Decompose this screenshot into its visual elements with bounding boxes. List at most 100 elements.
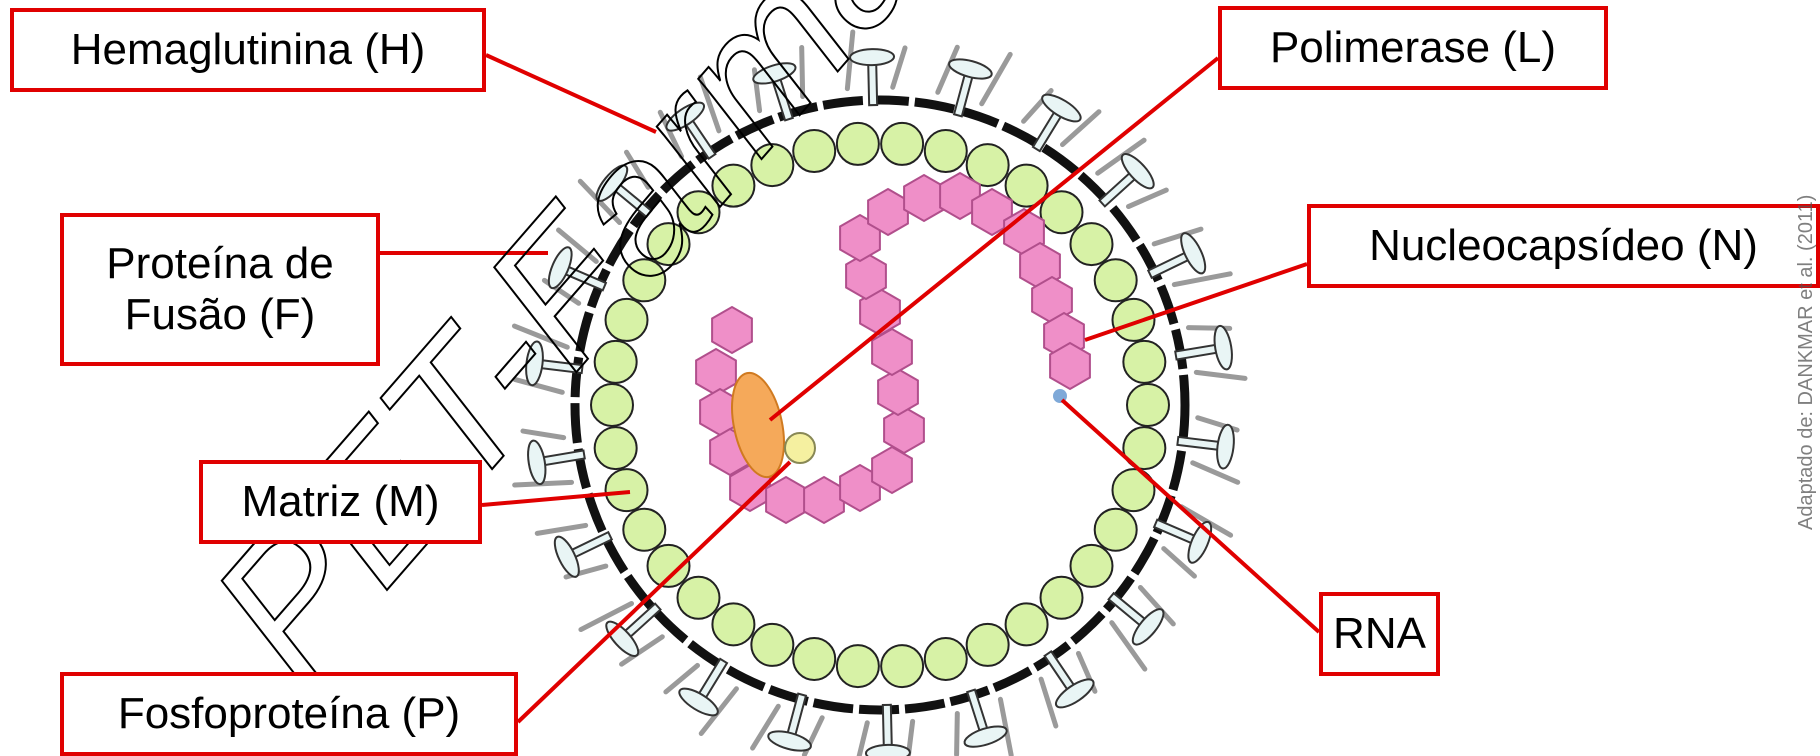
hemagglutinin-head xyxy=(767,730,812,752)
hemagglutinin-head xyxy=(963,725,1008,748)
fusion-spike xyxy=(1109,620,1148,672)
fusion-spike xyxy=(697,74,722,134)
matrix-protein xyxy=(711,163,756,208)
leader-hemaglutinina xyxy=(485,53,657,134)
hemagglutinin-head xyxy=(525,340,544,387)
matrix-protein xyxy=(593,426,638,471)
hemagglutinin-spike xyxy=(1098,153,1155,208)
polymerase-l xyxy=(731,371,785,479)
hemagglutinin-spike xyxy=(527,439,586,486)
fusion-spike xyxy=(1193,369,1248,381)
fusion-spike xyxy=(856,720,870,756)
hemagglutinin-head xyxy=(1041,93,1082,123)
matrix-protein xyxy=(1122,339,1167,384)
hemagglutinin-spike-layer xyxy=(525,48,1235,756)
hemagglutinin-head xyxy=(1054,678,1095,709)
fusion-spike xyxy=(624,149,651,190)
matrix-protein xyxy=(622,258,667,303)
fusion-spike xyxy=(1171,271,1233,288)
leader-nucleocapsideo xyxy=(1084,262,1308,342)
label-hemaglutinina-text: Hemaglutinina (H) xyxy=(70,24,426,74)
matrix-protein xyxy=(1122,426,1167,471)
fusion-spike xyxy=(1059,109,1102,148)
nucleocapsid-hexagon xyxy=(765,475,807,525)
hemagglutinin-spike xyxy=(1176,423,1235,470)
fusion-spike xyxy=(1178,504,1234,538)
label-fosfoproteina: Fosfoproteína (P) xyxy=(60,672,518,756)
nucleocapsid-hexagon xyxy=(839,463,881,513)
hemagglutinin-head xyxy=(1180,232,1207,275)
label-hemaglutinina: Hemaglutinina (H) xyxy=(10,8,486,92)
matrix-protein xyxy=(1093,258,1138,303)
matrix-protein xyxy=(965,622,1010,667)
matrix-protein xyxy=(622,507,667,552)
hemagglutinin-head xyxy=(1213,324,1233,371)
nucleocapsid-hexagon xyxy=(711,305,753,355)
leader-polimerase xyxy=(768,56,1220,422)
hemagglutinin-head xyxy=(864,743,911,756)
label-proteina-de-fusao: Proteína de Fusão (F) xyxy=(60,213,380,366)
matrix-protein xyxy=(646,543,691,588)
matrix-protein xyxy=(1069,222,1114,267)
leader-fosfoproteina xyxy=(516,460,792,724)
hemagglutinin-head xyxy=(948,58,993,80)
fusion-spike xyxy=(663,662,701,695)
fusion-spike xyxy=(954,710,960,756)
nucleocapsid-hexagon xyxy=(845,251,887,301)
fusion-spike xyxy=(657,109,685,160)
matrix-protein xyxy=(593,339,638,384)
hemagglutinin-spike xyxy=(963,688,1008,748)
fusion-spike xyxy=(520,428,567,441)
matrix-protein xyxy=(711,602,756,647)
hemagglutinin-head xyxy=(595,164,629,202)
nucleocapsid-hexagon xyxy=(803,475,845,525)
label-rna: RNA xyxy=(1319,592,1440,676)
fusion-spike xyxy=(512,479,575,488)
fusion-spike xyxy=(935,44,960,95)
matrix-protein xyxy=(590,383,634,427)
fusion-spike xyxy=(1038,676,1059,729)
hemagglutinin-spike xyxy=(553,530,614,578)
hemagglutinin-spike xyxy=(1107,591,1165,646)
label-fusao-line2: Fusão (F) xyxy=(124,289,316,339)
leader-rna xyxy=(1060,398,1321,634)
hemagglutinin-spike xyxy=(1031,93,1082,153)
label-nucleocapsideo: Nucleocapsídeo (N) xyxy=(1307,204,1820,288)
fusion-spike xyxy=(1137,584,1176,627)
hemagglutinin-head xyxy=(553,535,580,578)
label-rna-text: RNA xyxy=(1333,608,1426,658)
hemagglutinin-spike xyxy=(547,246,608,292)
hemagglutinin-head xyxy=(849,48,896,67)
hemagglutinin-head xyxy=(752,62,797,85)
label-polimerase-text: Polimerase (L) xyxy=(1269,22,1557,72)
nucleocapsid-hexagon xyxy=(903,173,945,223)
hemagglutinin-spike xyxy=(1146,232,1207,280)
fusion-spike xyxy=(979,51,1013,107)
nucleocapsid-hexagon xyxy=(1031,275,1073,325)
matrix-protein xyxy=(676,190,721,235)
hemagglutinin-stem xyxy=(1176,435,1224,452)
fusion-spike xyxy=(890,45,908,90)
matrix-protein xyxy=(923,129,968,174)
fusion-spike xyxy=(512,376,565,395)
matrix-protein xyxy=(1069,543,1114,588)
hemagglutinin-spike xyxy=(1152,518,1213,564)
fusion-spike xyxy=(1095,137,1147,176)
label-matriz-text: Matriz (M) xyxy=(241,476,440,526)
hemagglutinin-spike xyxy=(864,703,911,756)
nucleocapsid-hexagon xyxy=(839,213,881,263)
matrix-protein xyxy=(646,222,691,267)
matrix-protein xyxy=(1126,383,1170,427)
fusion-spike xyxy=(534,522,589,536)
fusion-spike xyxy=(619,634,665,667)
matrix-protein xyxy=(1111,468,1156,513)
matrix-protein xyxy=(1039,575,1084,620)
hemagglutinin-spike xyxy=(605,602,662,657)
fusion-spike xyxy=(1190,460,1241,485)
fusion-spike xyxy=(578,600,635,633)
hemagglutinin-spike xyxy=(1043,649,1095,709)
fusion-spike-layer xyxy=(511,29,1248,756)
label-matriz: Matriz (M) xyxy=(199,460,482,544)
matrix-protein xyxy=(1004,163,1049,208)
nucleocapsid-hexagon xyxy=(883,405,925,455)
